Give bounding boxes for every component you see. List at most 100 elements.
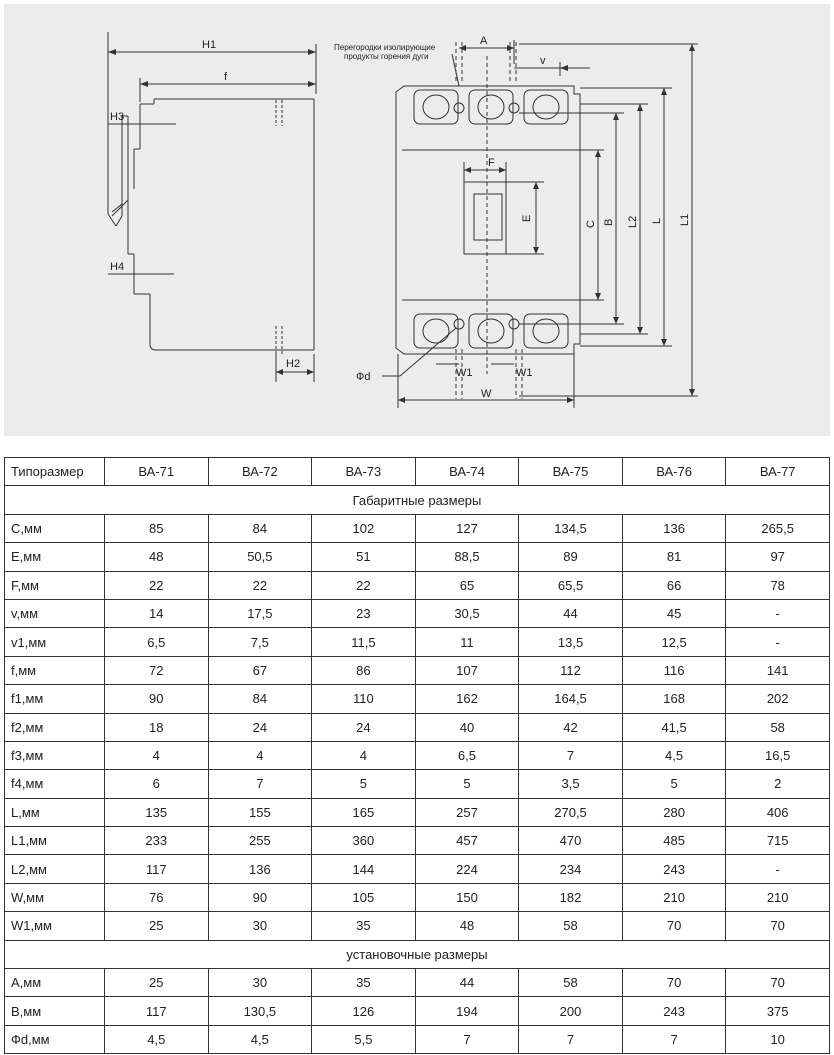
value-cell: 255: [207, 826, 313, 856]
value-cell: 45: [621, 598, 727, 629]
value-cell: 48: [414, 911, 520, 941]
value-cell: -: [725, 598, 830, 629]
value-cell: 76: [104, 882, 209, 913]
value-cell: 270,5: [518, 797, 623, 828]
value-cell: 182: [518, 882, 623, 913]
value-cell: 22: [207, 570, 313, 600]
value-cell: 50,5: [207, 542, 313, 572]
value-cell: 7: [518, 1024, 623, 1055]
value-cell: 164,5: [518, 684, 623, 714]
section-row: установочные размеры: [4, 939, 830, 970]
value-cell: 10: [725, 1024, 830, 1055]
value-cell: 4: [104, 740, 209, 771]
value-cell: 84: [207, 513, 313, 544]
value-cell: 107: [414, 655, 520, 686]
value-cell: 5: [311, 769, 416, 799]
dim-label-H1: H1: [202, 39, 216, 51]
value-cell: 155: [207, 797, 313, 828]
value-cell: 168: [621, 684, 727, 714]
value-cell: 134,5: [518, 513, 623, 544]
value-cell: 11: [414, 627, 520, 657]
value-cell: 58: [725, 712, 830, 742]
value-cell: 5: [621, 769, 727, 799]
value-cell: 150: [414, 882, 520, 913]
value-cell: 88,5: [414, 542, 520, 572]
value-cell: 4: [207, 740, 313, 771]
value-cell: 35: [311, 911, 416, 941]
value-cell: 41,5: [621, 712, 727, 742]
value-cell: 144: [311, 854, 416, 884]
value-cell: 6,5: [104, 627, 209, 657]
value-cell: 81: [621, 542, 727, 572]
value-cell: 7: [518, 740, 623, 771]
value-cell: 202: [725, 684, 830, 714]
parameter-cell: В,мм: [4, 996, 105, 1026]
model-header: ВА-71: [104, 456, 209, 487]
parameter-cell: Фd,мм: [4, 1024, 105, 1055]
value-cell: 105: [311, 882, 416, 913]
value-cell: 470: [518, 826, 623, 856]
value-cell: 25: [104, 968, 209, 998]
value-cell: 23: [311, 598, 416, 629]
value-cell: 457: [414, 826, 520, 856]
dim-label-E: E: [521, 215, 533, 222]
value-cell: -: [725, 627, 830, 657]
value-cell: 30,5: [414, 598, 520, 629]
value-cell: 97: [725, 542, 830, 572]
dim-label-f: f: [224, 71, 228, 83]
value-cell: 12,5: [621, 627, 727, 657]
value-cell: 4,5: [207, 1024, 313, 1055]
value-cell: 116: [621, 655, 727, 686]
dim-label-W: W: [481, 388, 492, 400]
value-cell: 265,5: [725, 513, 830, 544]
value-cell: 70: [725, 911, 830, 941]
value-cell: 70: [621, 911, 727, 941]
value-cell: 210: [621, 882, 727, 913]
value-cell: 234: [518, 854, 623, 884]
value-cell: 375: [725, 996, 830, 1026]
value-cell: 2: [725, 769, 830, 799]
value-cell: 243: [621, 996, 727, 1026]
parameter-cell: L1,мм: [4, 826, 105, 856]
value-cell: 14: [104, 598, 209, 629]
value-cell: 78: [725, 570, 830, 600]
section-title: Габаритные размеры: [4, 485, 830, 515]
section-title: установочные размеры: [4, 939, 830, 970]
parameter-cell: Е,мм: [4, 542, 105, 572]
value-cell: 4: [311, 740, 416, 771]
value-cell: 257: [414, 797, 520, 828]
value-cell: 58: [518, 968, 623, 998]
parameter-cell: f,мм: [4, 655, 105, 686]
value-cell: 90: [104, 684, 209, 714]
value-cell: 127: [414, 513, 520, 544]
value-cell: 70: [621, 968, 727, 998]
corner-header: Типоразмер: [4, 456, 105, 487]
parameter-cell: f3,мм: [4, 740, 105, 771]
dim-label-H4: H4: [110, 261, 124, 273]
value-cell: 102: [311, 513, 416, 544]
value-cell: 22: [104, 570, 209, 600]
value-cell: 126: [311, 996, 416, 1026]
parameter-cell: L2,мм: [4, 854, 105, 884]
value-cell: 7: [621, 1024, 727, 1055]
model-header: ВА-76: [621, 456, 727, 487]
value-cell: 136: [207, 854, 313, 884]
value-cell: 67: [207, 655, 313, 686]
value-cell: 44: [518, 598, 623, 629]
dim-label-L: L: [651, 218, 663, 224]
value-cell: 243: [621, 854, 727, 884]
dim-label-L2: L2: [627, 216, 639, 228]
value-cell: 72: [104, 655, 209, 686]
dim-label-W1-left: W1: [456, 367, 473, 379]
value-cell: 65,5: [518, 570, 623, 600]
partition-note-line2: продукты горения дуги: [344, 52, 429, 61]
value-cell: 5,5: [311, 1024, 416, 1055]
